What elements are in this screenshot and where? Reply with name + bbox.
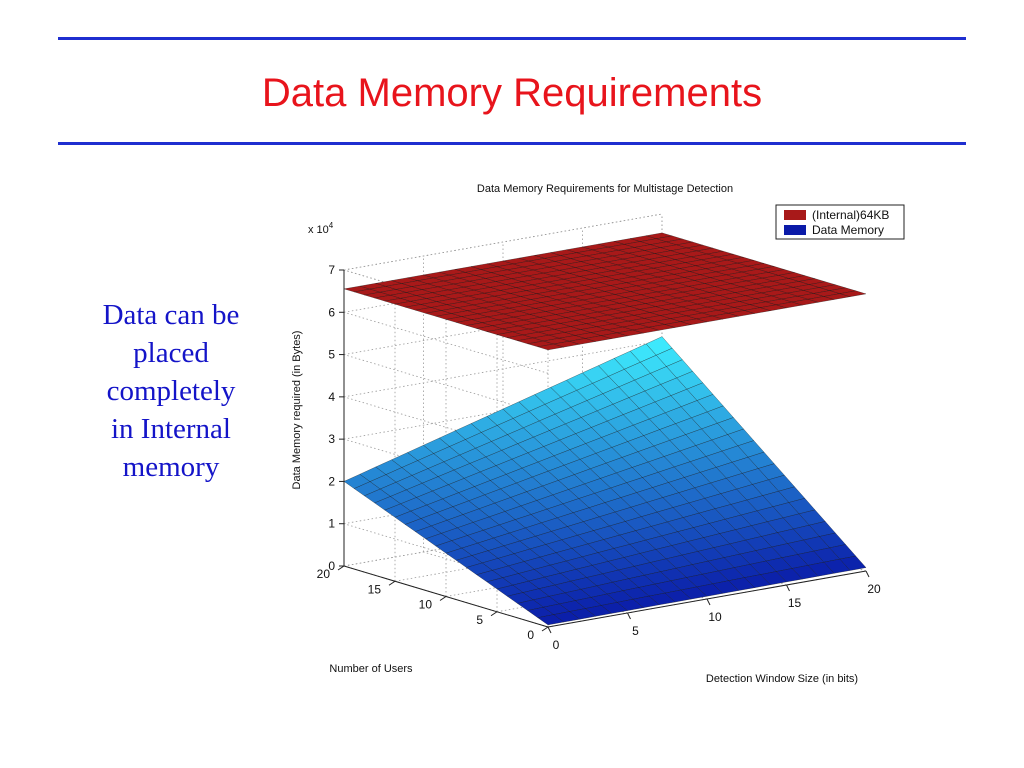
grid-line	[343, 213, 663, 271]
z-axis-label: Data Memory required (in Bytes)	[291, 331, 303, 490]
y-tick-mark	[439, 596, 447, 601]
internal-64kb-plane	[343, 232, 867, 351]
chart-title: Data Memory Requirements for Multistage …	[477, 183, 733, 195]
surface-patch	[839, 555, 867, 571]
z-exponent-base: x 10	[308, 224, 329, 236]
x-tick-mark	[627, 612, 631, 620]
z-tick-label: 3	[328, 432, 335, 446]
y-tick-label: 5	[476, 613, 483, 627]
z-exponent-label: x 104	[308, 221, 334, 236]
x-tick-mark	[547, 626, 552, 634]
surface-patch	[839, 290, 867, 297]
y-tick-mark	[490, 611, 498, 617]
y-tick-mark	[388, 580, 396, 586]
side-text-line: placed	[133, 337, 209, 369]
x-tick-mark	[706, 598, 711, 606]
legend-label-internal: (Internal)64KB	[812, 208, 889, 222]
grid-line	[423, 551, 628, 614]
legend-label-data-memory: Data Memory	[812, 223, 884, 237]
z-exponent-power: 4	[329, 221, 334, 230]
x-axis-label: Detection Window Size (in bits)	[706, 673, 858, 685]
x-tick-label: 10	[708, 610, 722, 624]
z-tick-label: 5	[328, 348, 335, 362]
grid-line	[343, 311, 549, 374]
z-tick-label: 2	[328, 474, 335, 488]
z-tick-label: 0	[328, 559, 335, 573]
y-axis-label: Number of Users	[329, 663, 413, 675]
z-tick-label: 7	[328, 263, 335, 277]
side-text-line: memory	[122, 451, 220, 483]
y-axis-ticks: 0 5 10 15 20	[317, 565, 549, 642]
z-axis-ticks: 0 1 2 3 4 5 6 7	[328, 263, 344, 573]
title-rule	[58, 142, 966, 145]
grid-line	[343, 438, 549, 501]
y-tick-label: 20	[317, 567, 331, 581]
y-tick-mark	[337, 565, 345, 571]
x-tick-label: 20	[867, 582, 881, 596]
y-tick-label: 10	[419, 598, 433, 612]
top-rule	[58, 37, 966, 40]
z-tick-label: 1	[328, 517, 335, 531]
side-text-line: Data can be	[102, 299, 240, 331]
chart-surfaces	[343, 232, 867, 626]
side-text: Data can be placed completely in Interna…	[82, 296, 260, 486]
side-text-line: in Internal	[111, 413, 231, 445]
x-tick-label: 5	[632, 624, 639, 638]
grid-line	[343, 354, 549, 416]
x-tick-label: 15	[788, 596, 802, 610]
side-text-line: completely	[106, 375, 236, 407]
x-tick-mark	[786, 584, 790, 592]
legend-swatch-internal	[784, 210, 806, 220]
slide-title: Data Memory Requirements	[261, 71, 763, 115]
grid-line	[343, 269, 549, 332]
y-tick-label: 0	[527, 628, 534, 642]
legend-swatch-data-memory	[784, 225, 806, 235]
x-tick-mark	[865, 570, 870, 578]
z-tick-label: 6	[328, 305, 335, 319]
grid-line	[343, 523, 549, 586]
chart-legend: (Internal)64KB Data Memory	[775, 204, 905, 240]
z-tick-label: 4	[328, 390, 335, 404]
x-tick-label: 0	[553, 638, 560, 652]
y-tick-mark	[541, 626, 549, 632]
data-memory-surface	[343, 336, 867, 626]
y-tick-label: 15	[368, 582, 382, 596]
grid-line	[343, 396, 549, 459]
x-axis-ticks: 0 5 10 15 20	[547, 570, 881, 652]
